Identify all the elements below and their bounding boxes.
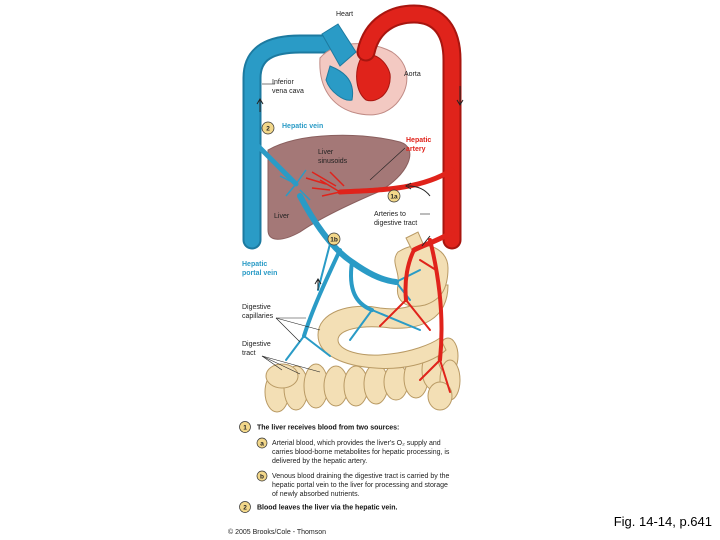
hepatic-vein-branches (279, 167, 311, 201)
label-ivc-2: vena cava (272, 88, 304, 95)
label-hepatic-artery-1: Hepatic (406, 137, 431, 144)
label-portal-vein-2: portal vein (242, 270, 277, 277)
inferior-vena-cava (242, 34, 344, 250)
svg-text:of newly absorbed nutrients.: of newly absorbed nutrients. (272, 491, 360, 498)
copyright: © 2005 Brooks/Cole - Thomson (228, 528, 326, 536)
svg-text:Arterial blood, which provides: Arterial blood, which provides the liver… (272, 440, 441, 447)
label-digestive-capillaries-1: Digestive (242, 304, 271, 311)
svg-text:Venous blood draining the dige: Venous blood draining the digestive trac… (272, 473, 450, 480)
aorta (337, 4, 462, 253)
hepatic-artery-branches (305, 171, 345, 197)
svg-text:carries blood-borne metabolite: carries blood-borne metabolites for hepa… (272, 449, 450, 456)
label-liver: Liver (274, 213, 290, 220)
badge-1a: 1a (387, 189, 401, 203)
label-hepatic-artery-2: artery (406, 146, 426, 153)
label-liver-sinusoids-1: Liver (318, 149, 334, 156)
caption: 1 The liver receives blood from two sour… (239, 421, 450, 513)
label-hepatic-vein: Hepatic vein (282, 123, 323, 130)
label-portal-vein-1: Hepatic (242, 261, 267, 268)
label-liver-sinusoids-2: sinusoids (318, 158, 348, 165)
svg-text:The liver receives blood from: The liver receives blood from two source… (257, 425, 399, 432)
label-heart: Heart (336, 11, 353, 18)
svg-text:1b: 1b (330, 237, 338, 244)
label-digestive-capillaries-2: capillaries (242, 313, 274, 320)
arteries-to-digestive-tract (379, 238, 451, 393)
svg-text:delivered by the hepatic arter: delivered by the hepatic artery. (272, 458, 367, 465)
heart (319, 23, 408, 116)
svg-text:a: a (260, 441, 264, 448)
label-digestive-tract-2: tract (242, 350, 256, 357)
svg-text:2: 2 (243, 505, 247, 512)
badge-2: 2 (261, 121, 275, 135)
svg-text:Blood leaves the liver via the: Blood leaves the liver via the hepatic v… (257, 505, 397, 512)
leader-lines (261, 83, 430, 375)
svg-text:hepatic portal vein to the liv: hepatic portal vein to the liver for pro… (272, 482, 448, 489)
flow-arrows (256, 86, 464, 290)
svg-text:2: 2 (266, 126, 270, 133)
label-aorta: Aorta (404, 71, 421, 78)
svg-text:1a: 1a (390, 194, 398, 201)
figure-reference: Fig. 14-14, p.641 (613, 514, 712, 529)
label-arteries-dt-1: Arteries to (374, 211, 406, 218)
svg-text:1: 1 (243, 425, 247, 432)
badge-1b: 1b (327, 232, 341, 246)
label-ivc-1: Inferior (272, 79, 294, 86)
svg-text:b: b (260, 474, 264, 481)
label-digestive-tract-1: Digestive (242, 341, 271, 348)
label-arteries-dt-2: digestive tract (374, 220, 417, 227)
